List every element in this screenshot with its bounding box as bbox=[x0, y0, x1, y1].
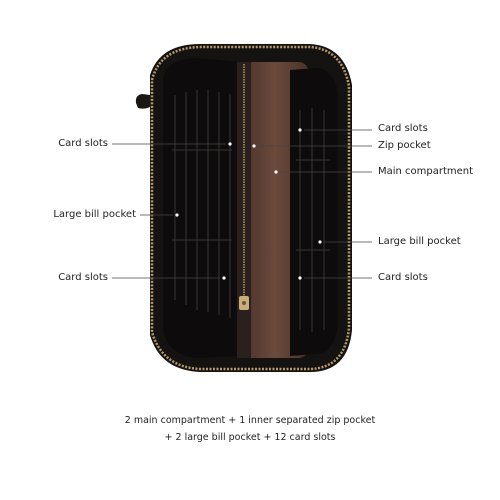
right-card-panel bbox=[290, 68, 338, 356]
label-card-slots-left-top: Card slots bbox=[58, 138, 108, 149]
label-main-compartment: Main compartment bbox=[378, 166, 474, 177]
feature-caption-line-2: + 2 large bill pocket + 12 card slots bbox=[164, 432, 336, 443]
left-card-slot-lines bbox=[172, 90, 232, 318]
right-card-slot-lines bbox=[296, 108, 330, 332]
leader-lines bbox=[112, 129, 372, 279]
label-large-bill-pocket-left: Large bill pocket bbox=[53, 209, 136, 220]
left-card-panel bbox=[163, 58, 240, 358]
feature-caption-line-1: 2 main compartment + 1 inner separated z… bbox=[124, 415, 376, 426]
label-zip-pocket: Zip pocket bbox=[378, 140, 431, 151]
wrist-strap-tab bbox=[135, 94, 152, 109]
label-card-slots-right-top: Card slots bbox=[378, 123, 428, 134]
zipper-track bbox=[150, 45, 351, 371]
callout-dots bbox=[175, 128, 322, 280]
zipper-pull bbox=[239, 296, 249, 310]
label-card-slots-left-bottom: Card slots bbox=[58, 272, 108, 283]
label-large-bill-pocket-right: Large bill pocket bbox=[378, 236, 461, 247]
label-card-slots-right-bottom: Card slots bbox=[378, 272, 428, 283]
